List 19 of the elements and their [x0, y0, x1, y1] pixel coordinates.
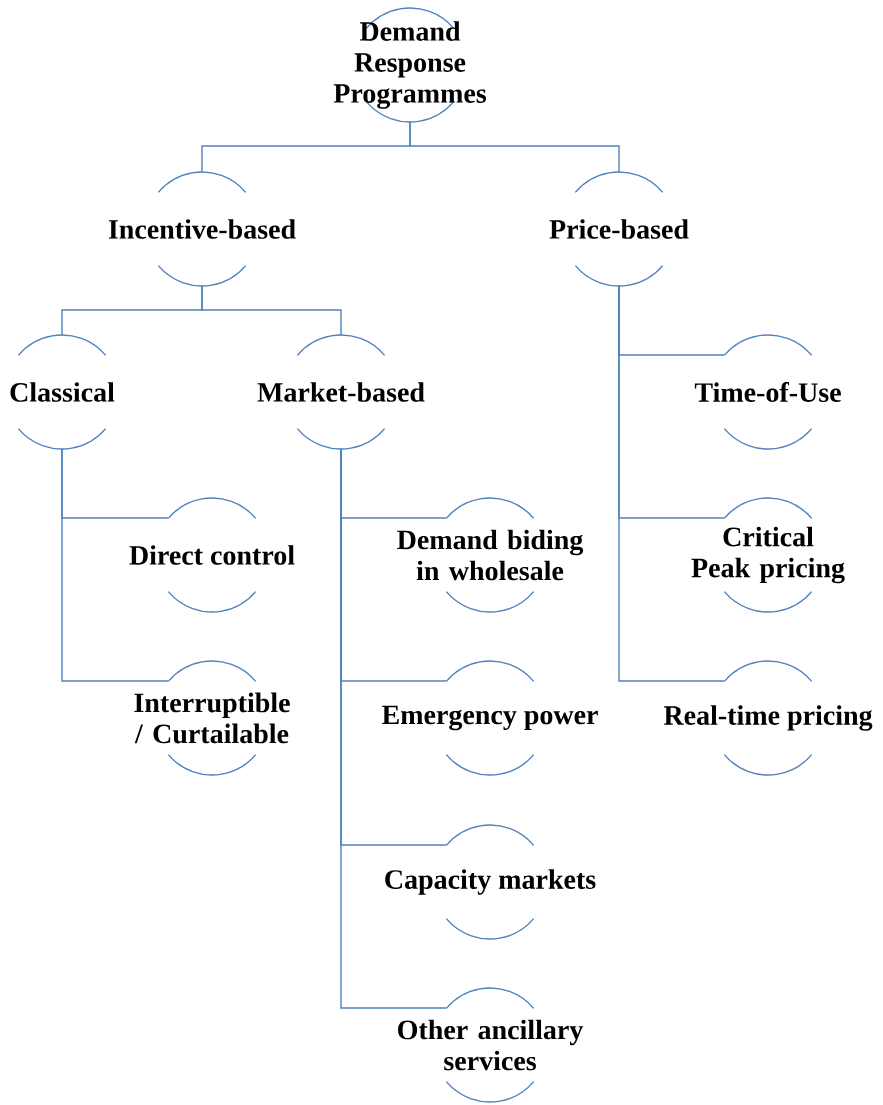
arc-node: Critical Peak pricing: [691, 497, 845, 613]
arc-node: Classical: [10, 334, 115, 450]
connector-line: [618, 285, 725, 682]
connector-line: [201, 285, 342, 336]
arc-node: Interruptible / Curtailable: [134, 660, 290, 776]
connector-line: [409, 121, 620, 173]
connector-line: [61, 448, 169, 682]
arc-node: Direct control: [129, 497, 295, 613]
connector-line: [340, 448, 447, 1009]
arc-node: Market-based: [257, 334, 425, 450]
arc-node: Incentive-based: [108, 171, 296, 287]
arc-node: Demand biding in wholesale: [397, 497, 584, 613]
arc-node: Price-based: [549, 171, 689, 287]
arc-node: Other ancillary services: [398, 987, 584, 1103]
arc-node: Emergency power: [382, 660, 598, 776]
arc-node: Time-of-Use: [694, 334, 841, 450]
arc-node: Demand Response Programmes: [333, 7, 487, 123]
arc-node: Capacity markets: [385, 824, 596, 940]
arc-node: Real-time pricing: [663, 660, 873, 776]
